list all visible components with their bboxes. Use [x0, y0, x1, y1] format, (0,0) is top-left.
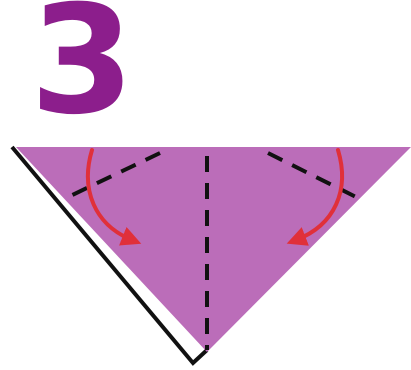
- paper-triangle: [16, 147, 411, 352]
